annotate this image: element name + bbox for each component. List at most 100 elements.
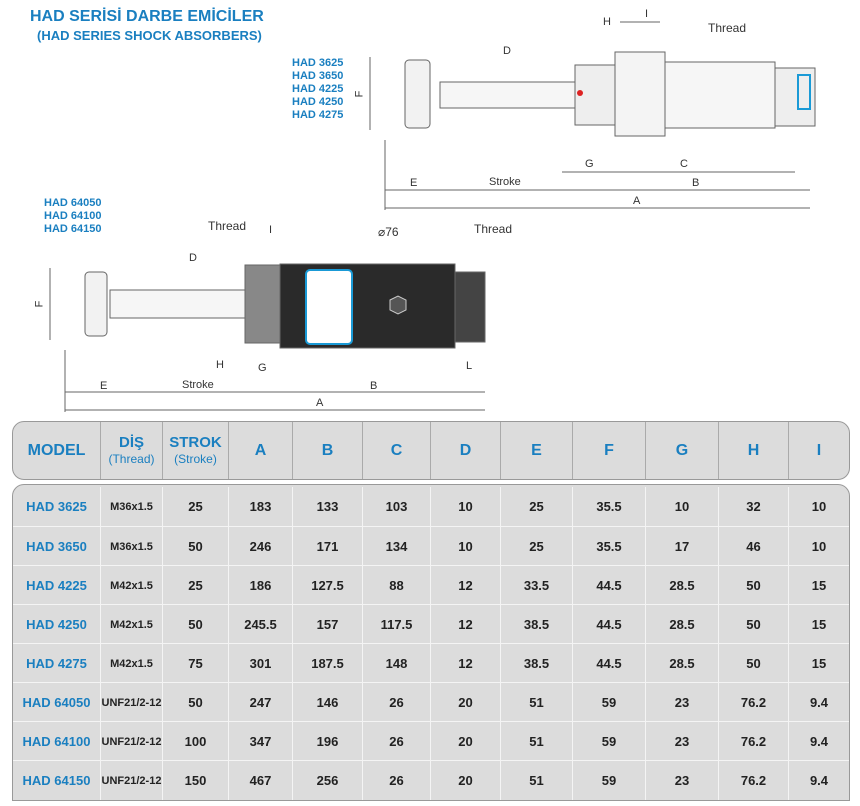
table-cell: 25 [501,487,573,526]
table-cell: UNF21/2-12 [101,761,163,800]
shock-absorber-drawing-2 [49,263,486,412]
table-cell: HAD 3625 [13,487,101,526]
table-cell: 10 [811,499,827,514]
table-cell: UNF21/2-12 [101,722,163,761]
dim-g-label: G [585,158,594,170]
table-cell: 75 [163,644,229,683]
column-header: H [719,422,789,479]
table-cell: 347 [229,722,293,761]
table-cell: M42x1.5 [101,644,163,683]
table-cell: M36x1.5 [101,487,163,526]
stroke-label: Stroke [489,176,521,188]
table-cell: HAD 4275 [13,644,101,683]
table-cell: 76.2 [719,761,789,800]
model-label: HAD 4275 [292,109,344,121]
table-cell: UNF21/2-12 [101,683,163,722]
page-title: HAD SERİSİ DARBE EMİCİLER [30,8,264,25]
table-cell: 301 [229,644,293,683]
table-cell: 44.5 [573,566,646,605]
header-label: E [531,441,542,459]
table-cell: 157 [293,605,363,644]
dim-i-label: I [269,224,273,236]
table-cell: 26 [363,761,431,800]
table-cell: 38.5 [501,605,573,644]
dim-i-label: I [645,8,649,20]
dim-h-label: H [603,16,611,28]
thread-label: Thread [708,21,747,35]
table-cell: 23 [646,761,719,800]
table-cell: 150 [163,761,229,800]
header-label: A [254,441,267,459]
model-label: HAD 64100 [44,210,102,222]
table-cell: 25 [163,566,229,605]
model-label: HAD 3625 [292,57,344,69]
table-cell: 117.5 [363,605,431,644]
column-header: DİŞ(Thread) [101,422,163,479]
table-cell: 134 [363,527,431,566]
table-cell: 33.5 [501,566,573,605]
table-cell: HAD 4225 [13,566,101,605]
table-cell: 50 [719,566,789,605]
model-label: HAD 64150 [44,223,102,235]
dim-e-label: E [100,380,108,392]
table-cell: 50 [163,683,229,722]
table-cell: 9.4 [809,734,829,749]
table-cell: 103 [363,487,431,526]
table-cell: 186 [229,566,293,605]
table-cell: 10 [431,487,501,526]
table-cell: 9.4 [809,773,829,788]
dim-a-label: A [633,195,641,207]
thread-label-left: Thread [208,219,247,233]
model-label: HAD 64050 [44,197,102,209]
header-label: MODEL [27,441,86,459]
table-cell: 15 [811,656,827,671]
table-cell: 35.5 [573,527,646,566]
header-label: DİŞ [118,433,144,451]
technical-drawings [49,21,816,412]
table-cell: 38.5 [501,644,573,683]
header-label: B [321,441,334,459]
table-cell: 88 [363,566,431,605]
dim-b-label: B [370,380,378,392]
table-cell: 25 [501,527,573,566]
table-cell: 32 [719,487,789,526]
table-cell: 246 [229,527,293,566]
dim-h-label: H [216,359,224,371]
thread-label-right: Thread [474,222,513,236]
header-label: I [816,441,822,459]
table-cell: 127.5 [293,566,363,605]
table-cell: 247 [229,683,293,722]
table-cell: 44.5 [573,605,646,644]
table-cell: 28.5 [646,566,719,605]
table-cell: 146 [293,683,363,722]
diameter-label: ⌀76 [378,225,399,239]
column-header: E [501,422,573,479]
table-cell: HAD 64050 [13,683,101,722]
table-cell: 51 [501,761,573,800]
table-cell: 51 [501,722,573,761]
table-cell: 23 [646,722,719,761]
table-cell: 28.5 [646,644,719,683]
table-cell: 100 [163,722,229,761]
model-label: HAD 4250 [292,96,344,108]
table-cell: 12 [431,644,501,683]
table-cell: 256 [293,761,363,800]
table-cell: 44.5 [573,644,646,683]
column-header: A [229,422,293,479]
header-label: C [390,441,403,459]
table-cell: 245.5 [229,605,293,644]
header-label: H [747,441,760,459]
table-cell: 12 [431,605,501,644]
table-cell: 133 [293,487,363,526]
table-cell: 10 [811,539,827,554]
dim-c-label: C [680,158,688,170]
shock-absorber-drawing-1 [369,21,816,210]
table-cell: 15 [811,578,827,593]
table-cell: M42x1.5 [101,605,163,644]
